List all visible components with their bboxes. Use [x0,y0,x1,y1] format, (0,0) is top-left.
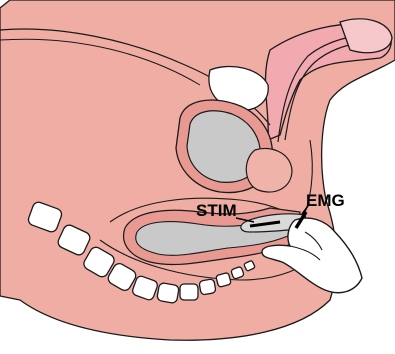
stim-label: STIM [196,201,237,220]
emg-label: EMG [306,191,345,210]
